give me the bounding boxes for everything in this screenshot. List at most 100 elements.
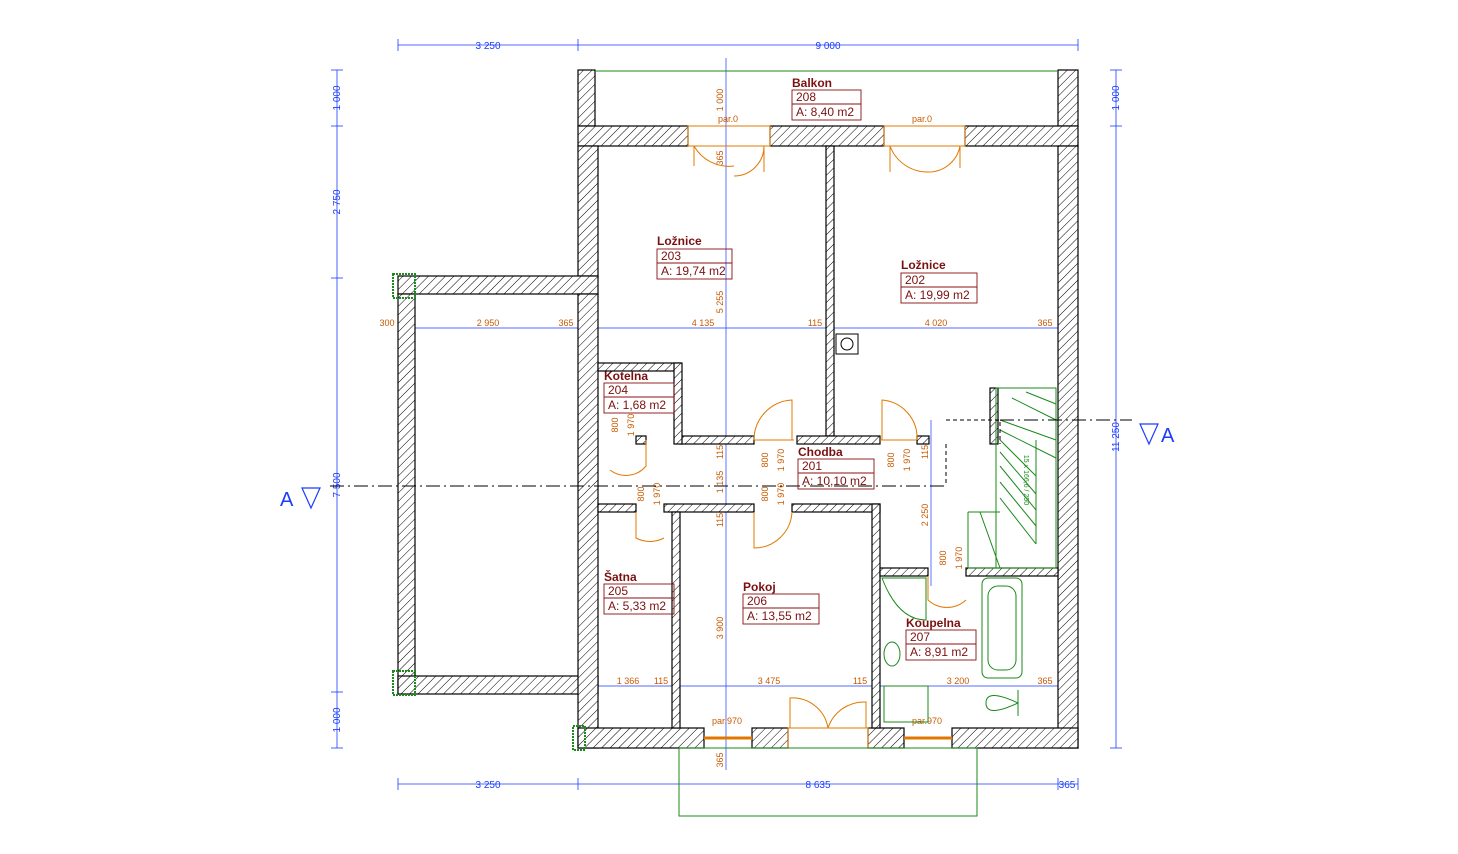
parapet-label-3: par.970 [712, 716, 742, 726]
dim-right-2: 11 250 [1111, 422, 1122, 452]
dim-row-lower-5: 3 200 [947, 676, 970, 686]
dim-row-upper-6: 4 020 [925, 318, 948, 328]
room-name: Kotelna [604, 369, 648, 383]
room-number: 205 [608, 584, 628, 598]
stair-label: 15 x 166,6 / 250 [1022, 455, 1029, 505]
dimension-right: 1 000 11 250 [1110, 69, 1122, 749]
room-number: 208 [796, 90, 816, 104]
room-name: Šatna [604, 569, 637, 584]
dim-row-lower-2: 115 [654, 676, 668, 686]
walls [397, 69, 1079, 749]
dim-left-2: 2 750 [332, 189, 343, 214]
door-width-6: 800 [938, 550, 948, 565]
room-label-balkon: Balkon 208 A: 8,40 m2 [791, 76, 862, 121]
parapet-label-4: par.970 [912, 716, 942, 726]
dimension-row-lower: 1 366 115 3 475 115 3 200 365 [617, 676, 1053, 686]
interior-grid [398, 58, 1078, 770]
dim-vertical-inner-6: 115 [715, 513, 725, 527]
room-area: A: 1,68 m2 [608, 398, 666, 412]
room-number: 206 [747, 594, 767, 608]
dim-vertical-inner-7: 3 900 [715, 617, 725, 640]
room-name: Balkon [792, 76, 832, 90]
dim-bottom-2: 8 635 [805, 780, 830, 791]
room-area: A: 13,55 m2 [747, 609, 812, 623]
dim-vertical-inner-4: 115 [715, 445, 725, 459]
section-marker-right-icon [1139, 423, 1159, 446]
dim-row-lower-1: 1 366 [617, 676, 640, 686]
fixtures: 15 x 166,6 / 250 [835, 333, 1057, 723]
dim-top-1: 3 250 [475, 41, 500, 52]
dim-vertical-inner-3: 5 255 [715, 291, 725, 314]
room-label-pokoj: Pokoj 206 A: 13,55 m2 [742, 580, 820, 625]
dim-vertical-inner-1: 1 000 [715, 89, 725, 112]
room-area: A: 8,91 m2 [910, 645, 968, 659]
dim-bottom-1: 3 250 [475, 780, 500, 791]
dim-left-3: 7 500 [332, 472, 343, 497]
dim-vertical-inner-10: 115 [920, 445, 930, 459]
room-area: A: 8,40 m2 [796, 105, 854, 119]
room-name: Ložnice [657, 234, 702, 248]
door-height-3: 1 970 [902, 449, 912, 472]
room-label-chodba: Chodba 201 A: 10,10 m2 [797, 445, 875, 490]
door-width-1: 800 [610, 417, 620, 432]
dim-top-2: 9 000 [815, 41, 840, 52]
dimension-left: 1 000 2 750 7 500 1 000 [331, 69, 343, 749]
dim-bottom-3: 365 [1059, 780, 1076, 791]
dimension-bottom: 3 250 8 635 365 [397, 778, 1079, 791]
door-width-3: 800 [886, 452, 896, 467]
dim-row-lower-6: 365 [1037, 676, 1052, 686]
door-height-5: 1 970 [776, 483, 786, 506]
section-line: A A [280, 419, 1175, 511]
room-area: A: 19,74 m2 [661, 264, 726, 278]
dim-right-1: 1 000 [1111, 85, 1122, 110]
dim-row-upper-3: 365 [558, 318, 573, 328]
dim-row-lower-4: 115 [853, 676, 867, 686]
room-label-koupelna: Koupelna 207 A: 8,91 m2 [905, 616, 977, 661]
dim-vertical-inner-8: 365 [715, 752, 725, 767]
section-label-right: A [1161, 425, 1175, 447]
section-marker-left-icon [301, 487, 321, 510]
dimension-vertical-inner: 1 000 365 5 255 115 1 135 115 3 900 365 … [715, 89, 930, 768]
room-area: A: 5,33 m2 [608, 599, 666, 613]
wing-corner-markers [392, 273, 586, 751]
dim-row-upper-2: 2 950 [477, 318, 500, 328]
dim-left-1: 1 000 [332, 85, 343, 110]
room-label-loznice-203: Ložnice 203 A: 19,74 m2 [656, 234, 733, 280]
dimension-top: 3 250 9 000 [397, 39, 1079, 52]
room-number: 204 [608, 383, 628, 397]
door-width-5: 800 [760, 486, 770, 501]
door-width-2: 800 [760, 452, 770, 467]
room-area: A: 19,99 m2 [905, 288, 970, 302]
room-number: 201 [802, 459, 822, 473]
door-height-6: 1 970 [954, 547, 964, 570]
dim-row-upper-5: 115 [808, 318, 822, 328]
room-name: Ložnice [901, 258, 946, 272]
dim-vertical-inner-2: 365 [715, 150, 725, 165]
openings: par.0 par.0 800 1 970 800 1 970 800 1 97… [609, 114, 978, 817]
room-name: Pokoj [743, 580, 776, 594]
door-width-4: 800 [636, 486, 646, 501]
dim-row-upper-7: 365 [1037, 318, 1052, 328]
dim-row-upper-4: 4 135 [692, 318, 715, 328]
room-area: A: 10,10 m2 [802, 474, 867, 488]
section-label-left: A [280, 489, 294, 511]
room-number: 203 [661, 249, 681, 263]
dim-row-lower-3: 3 475 [758, 676, 781, 686]
dim-vertical-inner-5: 1 135 [715, 471, 725, 494]
dimension-row-upper: 300 2 950 365 4 135 115 4 020 365 [379, 318, 1052, 328]
room-label-kotelna: Kotelna 204 A: 1,68 m2 [603, 369, 675, 414]
dim-vertical-inner-9: 2 250 [920, 504, 930, 527]
parapet-label-1: par.0 [718, 114, 738, 124]
staircase: 15 x 166,6 / 250 [967, 387, 1057, 569]
room-label-loznice-202: Ložnice 202 A: 19,99 m2 [900, 258, 978, 304]
room-number: 207 [910, 630, 930, 644]
parapet-label-2: par.0 [912, 114, 932, 124]
dim-left-4: 1 000 [332, 707, 343, 732]
door-height-4: 1 970 [652, 483, 662, 506]
room-name: Koupelna [906, 616, 961, 630]
room-name: Chodba [798, 445, 843, 459]
room-label-satna: Šatna 205 A: 5,33 m2 [603, 569, 675, 615]
room-number: 202 [905, 273, 925, 287]
door-height-1: 1 970 [626, 414, 636, 437]
